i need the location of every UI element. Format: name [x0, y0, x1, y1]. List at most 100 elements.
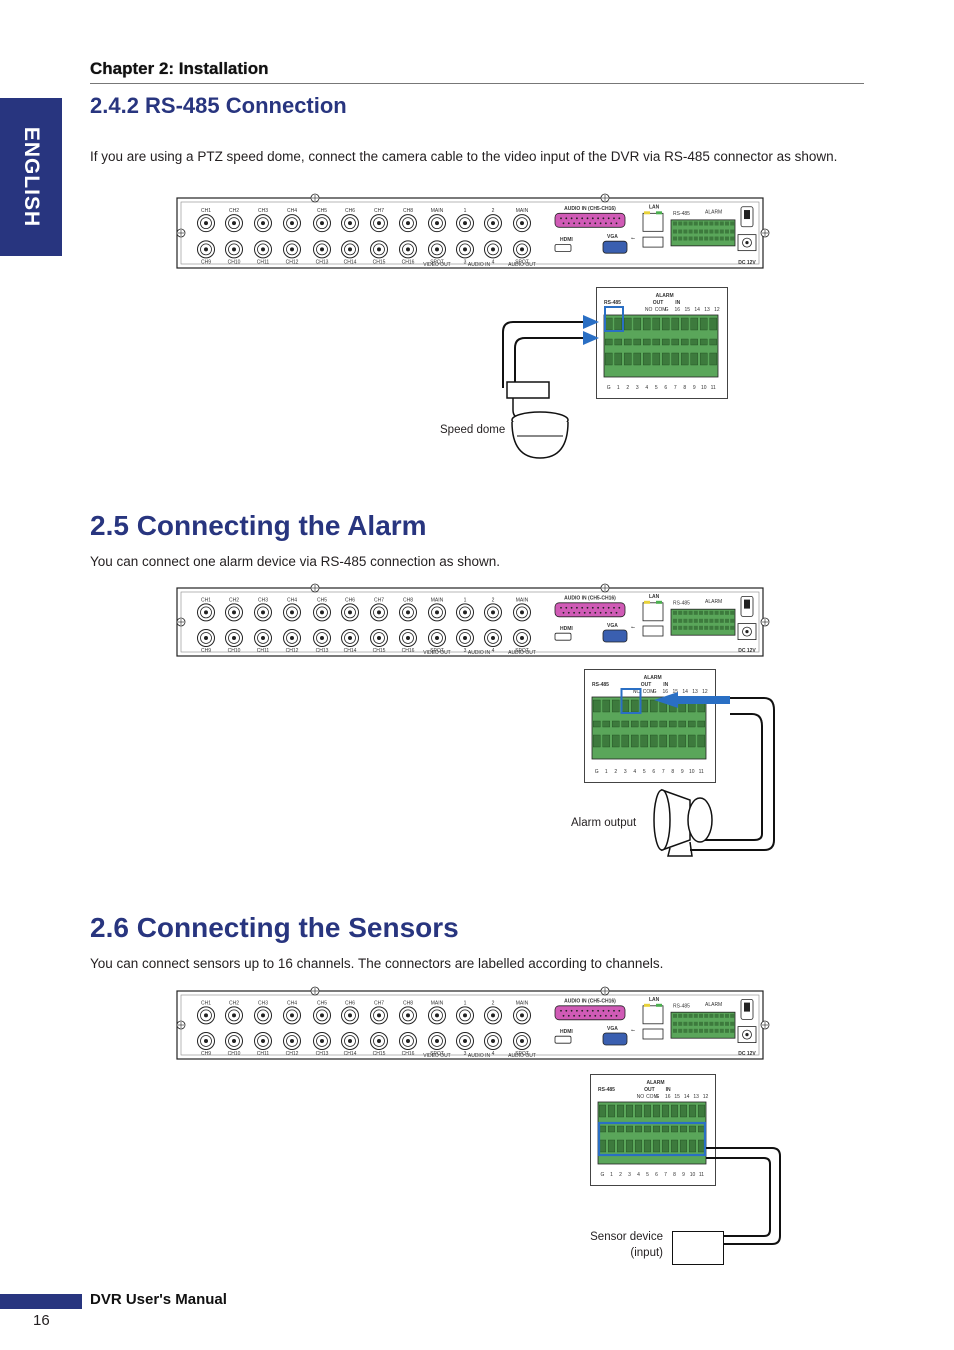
channel-label: 3: [464, 648, 467, 654]
channel-label: 4: [492, 648, 495, 654]
in-label: IN: [663, 682, 668, 688]
terminal-top-number: 12: [702, 689, 708, 695]
terminal-top-number: 12: [703, 1094, 709, 1100]
channel-label: CH4: [287, 597, 297, 603]
video-out-label: VIDEO OUT: [423, 650, 451, 656]
hdmi-label: HDMI: [560, 1029, 573, 1035]
channel-label: CH9: [201, 648, 211, 654]
channel-label: 2: [492, 1000, 495, 1006]
dc-label: DC 12V: [738, 648, 756, 654]
rs485-label: RS-485: [592, 682, 609, 688]
terminal-bottom-number: 3: [628, 1172, 631, 1178]
channel-label: CH5: [317, 597, 327, 603]
usb-port-icon: [642, 236, 664, 248]
channel-label: CH5: [317, 208, 327, 214]
language-tab-label: ENGLISH: [20, 126, 43, 228]
terminal-bottom-number: 7: [662, 769, 665, 775]
terminal-bottom-number: 1: [605, 769, 608, 775]
channel-label: CH9: [201, 1051, 211, 1057]
terminal-bottom-number: 8: [671, 769, 674, 775]
channel-label: CH7: [374, 597, 384, 603]
db25-port-icon: [554, 602, 626, 618]
lan-label: LAN: [649, 997, 660, 1003]
terminal-top-number: COM: [655, 307, 667, 313]
terminal-top-number: 14: [694, 307, 700, 313]
terminal-top-number: COM: [646, 1094, 658, 1100]
channel-label: CH7: [374, 1000, 384, 1006]
channel-label: 1: [464, 208, 467, 214]
vga-port-icon: [602, 240, 628, 254]
terminal-top-number: G: [665, 307, 669, 313]
channel-label: SPOT: [515, 1051, 529, 1057]
channel-label: CH1: [201, 597, 211, 603]
channel-label: CH4: [287, 1000, 297, 1006]
terminal-bottom-number: 10: [690, 1172, 696, 1178]
alarm-label: ALARM: [644, 675, 662, 681]
section-sensors-text: You can connect sensors up to 16 channel…: [90, 956, 664, 971]
dvr-rear-panel-2: CH1CH9CH2CH10CH3CH11CH4CH12CH5CH13CH6CH1…: [176, 583, 770, 657]
db25-port-icon: [554, 1005, 626, 1021]
channel-label: 1: [464, 1000, 467, 1006]
channel-label: MAIN: [516, 597, 529, 603]
terminal-top-number: NO: [633, 689, 641, 695]
terminal-bottom-number: 8: [683, 385, 686, 391]
alarm-small-label: ALARM: [705, 1002, 722, 1008]
lan-port-icon: [642, 602, 664, 622]
audio-out-label: AUDIO OUT: [508, 1053, 536, 1059]
terminal-bottom-number: 6: [655, 1172, 658, 1178]
usb-icon: ⭠: [631, 624, 635, 630]
sensor-device-label: Sensor device (input): [583, 1229, 663, 1261]
terminal-bottom-number: 1: [617, 385, 620, 391]
rs485-small-label: RS-485: [673, 1003, 690, 1009]
section-sensors-title: 2.6 Connecting the Sensors: [90, 912, 459, 943]
terminal-bottom-number: 6: [664, 385, 667, 391]
channel-label: CH11: [257, 648, 270, 654]
usb-icon: ⭠: [631, 1027, 635, 1033]
alarm-highlight: [620, 688, 642, 714]
terminal-bottom-number: G: [595, 769, 599, 775]
channel-label: CH16: [402, 648, 415, 654]
terminal-top-number: 13: [704, 307, 710, 313]
channel-label: MAIN: [431, 597, 444, 603]
out-label: OUT: [641, 682, 652, 688]
terminal-bottom-number: 9: [681, 769, 684, 775]
lan-label: LAN: [649, 204, 660, 210]
language-tab: ENGLISH: [0, 98, 62, 256]
channel-label: 2: [492, 597, 495, 603]
channel-label: CH12: [286, 259, 299, 265]
section-alarm-title: 2.5 Connecting the Alarm: [90, 510, 427, 541]
channel-label: CH13: [316, 1051, 329, 1057]
audio-in-label: AUDIO IN: [468, 1053, 491, 1059]
usb-port-icon: [642, 625, 664, 637]
terminal-top-number: 15: [674, 1094, 680, 1100]
rs485-small-label: RS-485: [673, 600, 690, 606]
channel-label: 2: [492, 208, 495, 214]
hdmi-label: HDMI: [560, 237, 573, 243]
audio-in-label: AUDIO IN: [468, 650, 491, 656]
terminal-top-number: 14: [682, 689, 688, 695]
terminal-bottom-number: 10: [689, 769, 695, 775]
out-label: OUT: [653, 300, 664, 306]
terminal-top-number: G: [653, 689, 657, 695]
in-label: IN: [666, 1087, 671, 1093]
channel-label: CH3: [258, 1000, 268, 1006]
channel-label: 3: [464, 1051, 467, 1057]
terminal-bottom-number: 11: [711, 385, 716, 391]
audio-in-header: AUDIO IN (CH5-CH16): [564, 206, 616, 212]
terminal-bottom-number: 9: [693, 385, 696, 391]
alarm-label: ALARM: [656, 293, 674, 299]
channel-label: MAIN: [516, 208, 529, 214]
terminal-top-number: 13: [693, 1094, 699, 1100]
terminal-bottom-number: 4: [637, 1172, 640, 1178]
channel-label: CH9: [201, 259, 211, 265]
audio-in-header: AUDIO IN (CH5-CH16): [564, 999, 616, 1005]
dc-label: DC 12V: [738, 260, 756, 266]
lan-port-icon: [642, 212, 664, 232]
terminal-bottom-number: 8: [673, 1172, 676, 1178]
terminal-bottom-number: 5: [643, 769, 646, 775]
channel-label: CH6: [345, 208, 355, 214]
channel-label: 3: [464, 259, 467, 265]
hdmi-label: HDMI: [560, 626, 573, 632]
channel-label: CH2: [229, 208, 239, 214]
